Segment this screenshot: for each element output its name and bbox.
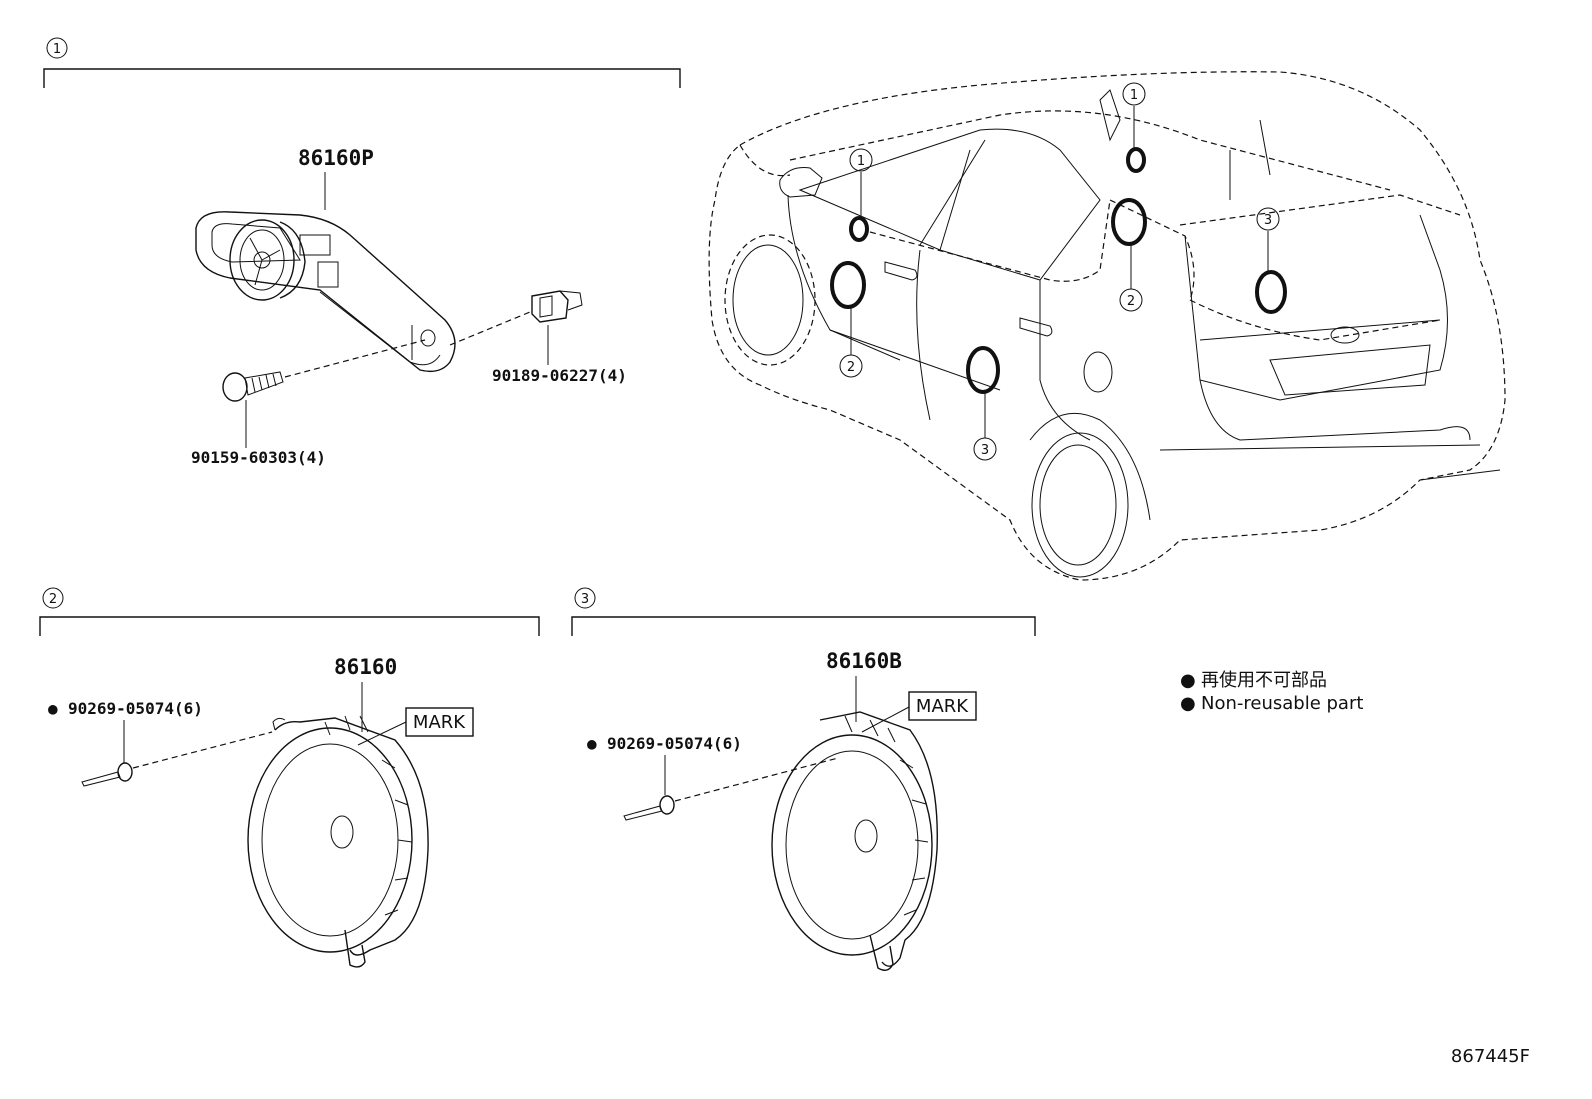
rear-mark-label: MARK: [916, 696, 969, 717]
vehicle-callout-1a-label: 1: [857, 154, 865, 169]
front-mark-label: MARK: [413, 712, 466, 733]
vehicle-callout-1a: [849, 148, 873, 172]
group-3-badge: [574, 587, 596, 609]
group-3-bracket: [571, 616, 1036, 636]
legend-text-jp: 再使用不可部品: [1201, 670, 1327, 691]
group-2-front-speaker: 2 86160 MARK ● 90269-05074(6): [39, 587, 540, 968]
tweeter-screw: [222, 371, 284, 402]
front-rivet-part-number: 90269-05074(6): [68, 699, 203, 718]
front-speaker-drawing: [247, 715, 429, 968]
vehicle-callout-2a: [839, 354, 863, 378]
front-rivet-drawing: [81, 762, 133, 787]
tweeter-drawing: [195, 211, 456, 373]
rear-speaker-part-number: 86160B: [826, 649, 902, 673]
legend-text-en: Non-reusable part: [1201, 693, 1363, 714]
vehicle-callout-3a: [973, 437, 997, 461]
legend-bullet-en: ●: [1180, 693, 1196, 714]
group-2-index: 2: [49, 592, 57, 607]
group-2-bracket: [39, 616, 540, 636]
group-3-rear-speaker: 3 86160B MARK ● 90269-05074(6): [571, 587, 1036, 971]
group-1-tweeter: 1 86160P 90159-60303: [43, 37, 681, 467]
tweeter-screw-part-number: 90159-60303(4): [191, 448, 326, 467]
vehicle-callout-1b-label: 1: [1130, 88, 1138, 103]
legend-bullet-jp: ●: [1180, 670, 1196, 691]
location-ring-rear-door-left: [966, 346, 1000, 394]
front-speaker-part-number: 86160: [334, 655, 397, 679]
group-1-badge: [46, 37, 68, 59]
location-ring-front-door-left: [830, 261, 866, 309]
front-rivet-dashed-path: [132, 731, 273, 769]
front-rivet-bullet: ●: [48, 699, 58, 718]
group-3-index: 3: [581, 592, 589, 607]
group-1-bracket: [43, 68, 681, 88]
tweeter-clip-part-number: 90189-06227(4): [492, 366, 627, 385]
rear-rivet-dashed-path: [674, 757, 839, 802]
screw-dashed-path: [284, 339, 426, 378]
location-ring-rear-door-right: [1255, 270, 1287, 314]
tweeter-part-number: 86160P: [298, 146, 374, 170]
diagram-id: 867445F: [1451, 1046, 1530, 1067]
group-2-badge: [42, 587, 64, 609]
vehicle-callout-2b-label: 2: [1127, 294, 1135, 309]
rear-rivet-part-number: 90269-05074(6): [607, 734, 742, 753]
vehicle-callout-2a-label: 2: [847, 360, 855, 375]
rear-mark-box: [908, 691, 977, 721]
clip-dashed-path: [449, 311, 531, 346]
location-ring-front-door-right: [1111, 198, 1147, 246]
vehicle-callout-3b-label: 3: [1264, 213, 1272, 228]
vehicle-callout-3a-label: 3: [981, 443, 989, 458]
vehicle-drawing: 1 1 2 2 3 3: [708, 71, 1506, 581]
vehicle-callout-3b: [1256, 207, 1280, 231]
tweeter-clip: [531, 290, 583, 323]
location-ring-tweeter-rear: [1126, 147, 1146, 173]
vehicle-callout-2b: [1119, 288, 1143, 312]
location-ring-tweeter-front: [849, 216, 869, 242]
group-1-index: 1: [53, 42, 61, 57]
legend: ● 再使用不可部品 ● Non-reusable part: [1180, 670, 1363, 714]
vehicle-callout-1b: [1122, 82, 1146, 106]
rear-speaker-drawing: [771, 711, 938, 971]
rear-rivet-drawing: [623, 795, 675, 821]
rear-rivet-bullet: ●: [587, 734, 597, 753]
